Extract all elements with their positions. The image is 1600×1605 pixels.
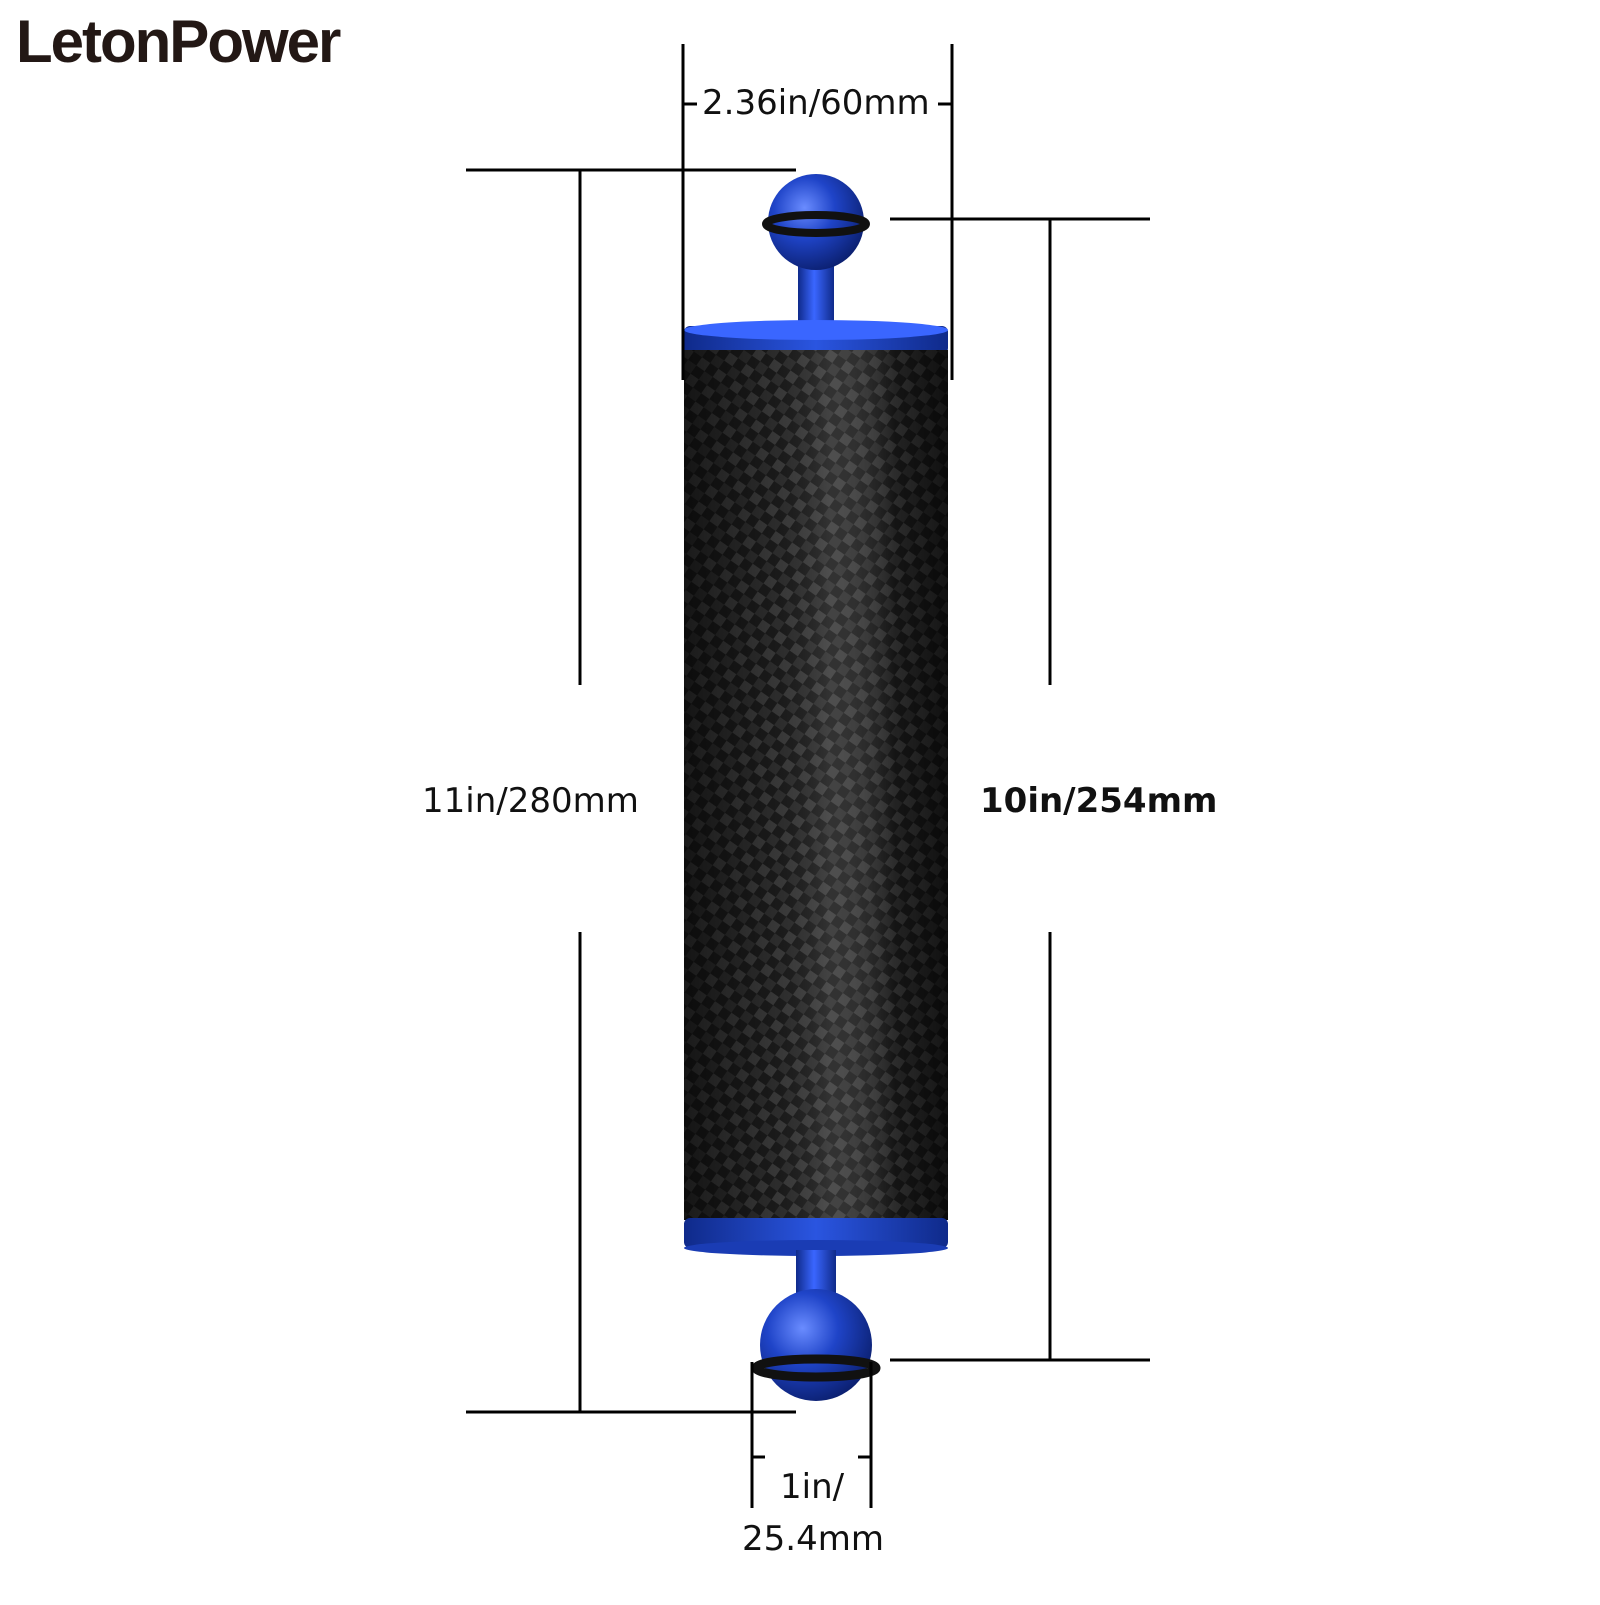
ball-diameter-label-line2: 25.4mm — [742, 1519, 884, 1559]
ball-diameter-label-line1: 1in/ — [780, 1467, 845, 1507]
bottom-end-cap — [684, 1218, 948, 1256]
carbon-fiber-tube — [684, 350, 948, 1220]
top-end-cap — [684, 320, 948, 354]
dimension-lines — [466, 44, 1150, 1508]
top-ball-mount — [762, 174, 870, 326]
bottom-ball-mount — [751, 1250, 881, 1401]
width-dimension-label: 2.36in/60mm — [702, 83, 930, 123]
brand-logo: LetonPower — [16, 8, 341, 75]
tube-length-label: 10in/254mm — [980, 781, 1218, 821]
total-length-label: 11in/280mm — [422, 781, 639, 821]
